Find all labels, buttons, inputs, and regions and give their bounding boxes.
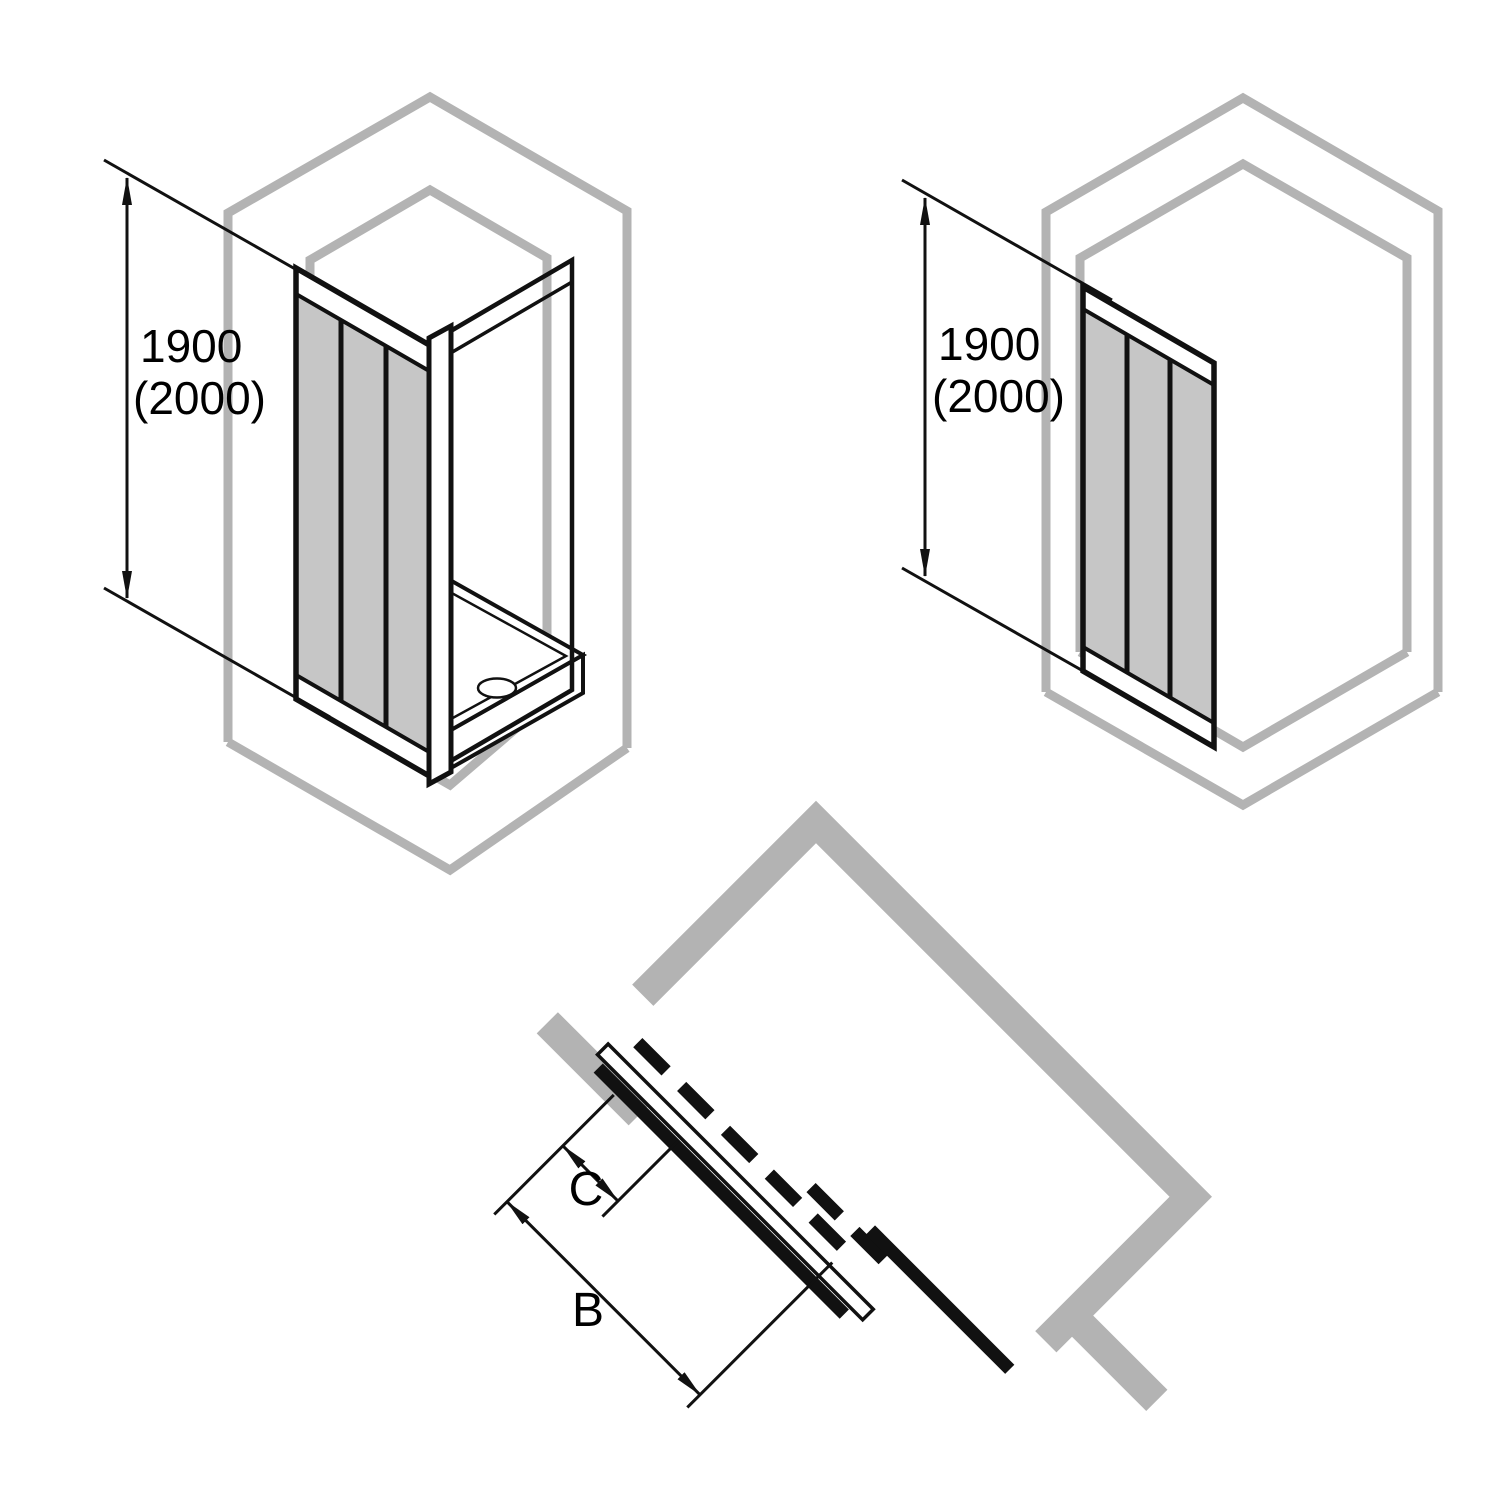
height-alt-value: (2000): [133, 372, 266, 424]
height-dimension: 1900 (2000): [103, 158, 331, 719]
extension-line-bottom: [103, 586, 331, 719]
extension-line-top: [103, 158, 319, 284]
extension-line-b: [686, 1261, 834, 1409]
wall-outer-outline: [1041, 92, 1443, 692]
door-panel-closed: [593, 1063, 849, 1319]
corner-shower-figure: 1900 (2000): [103, 91, 632, 876]
width-dimension-label: B: [572, 1284, 604, 1337]
height-dimension: 1900 (2000): [901, 178, 1121, 694]
wall-structure: [1041, 92, 1443, 811]
height-value: 1900: [140, 320, 242, 372]
door-glass: [296, 294, 431, 753]
plan-view-figure: C B: [493, 800, 1212, 1412]
sliding-door: [1080, 282, 1217, 752]
height-alt-value: (2000): [932, 370, 1065, 422]
dimension-arrow-c: [561, 1144, 620, 1203]
floor-outer-edge: [225, 738, 630, 876]
extension-line-bottom: [901, 566, 1121, 694]
plan-walls: [632, 800, 1212, 1353]
wall-inner-outline: [1075, 158, 1412, 652]
extension-line-left: [493, 1093, 615, 1216]
side-panel-top-rail: [448, 280, 573, 356]
segment-dimension-label: C: [569, 1163, 604, 1216]
wall-outer-outline: [223, 91, 632, 748]
floor-outer-edge: [1043, 688, 1441, 811]
corner-post: [426, 321, 454, 789]
plan-wall-stub-right: [1061, 1304, 1168, 1412]
height-value: 1900: [938, 318, 1040, 370]
niche-shower-figure: 1900 (2000): [901, 92, 1443, 811]
drain: [476, 677, 518, 699]
extension-line-top: [901, 178, 1113, 302]
dimension-arrow-b: [505, 1200, 702, 1396]
fixed-panel: [865, 1225, 1015, 1374]
door-panel-open-dashed: [806, 1182, 901, 1278]
sliding-door: [293, 263, 434, 782]
door-track-frame: [595, 1041, 876, 1323]
extension-line-c: [601, 1139, 680, 1218]
door-panel-open-dashed: [633, 1038, 855, 1260]
door-frame-outline: [1080, 282, 1217, 752]
plan-rotated-group: [493, 800, 1212, 1412]
door-glass: [1083, 309, 1214, 723]
